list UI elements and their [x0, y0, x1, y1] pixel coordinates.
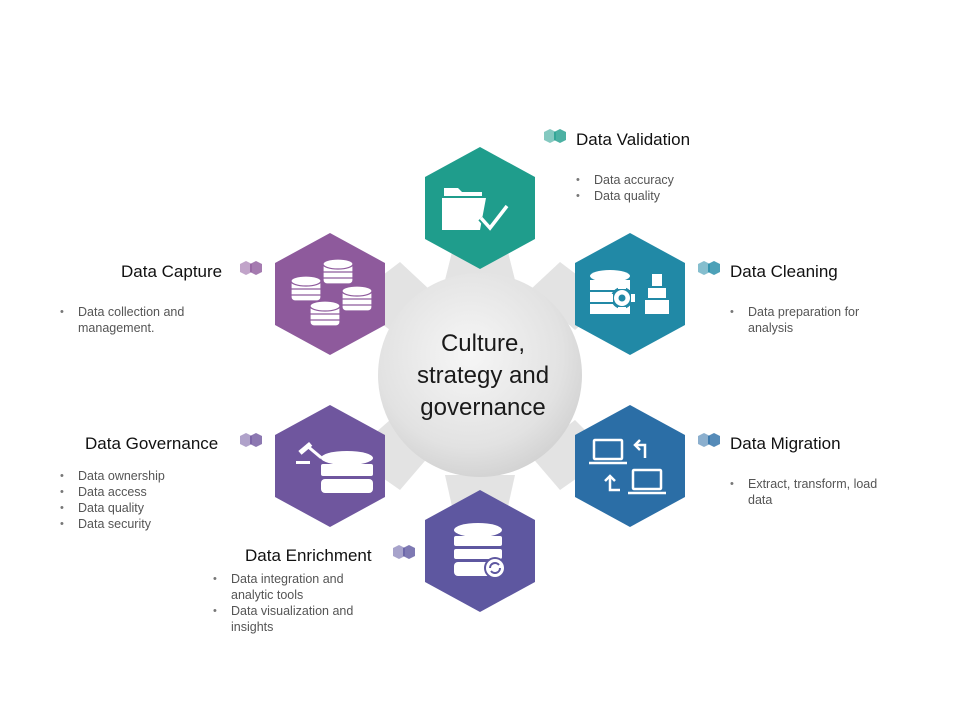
- bullet-item: Extract, transform, load data: [730, 476, 890, 508]
- title-enrichment: Data Enrichment: [245, 546, 372, 565]
- title-capture: Data Capture: [121, 262, 223, 281]
- marker-cleaning: [698, 261, 720, 275]
- bullets-enrichment: Data integration and analytic tools Data…: [213, 571, 373, 635]
- title-migration: Data Migration: [730, 434, 841, 453]
- folder-check-icon: [442, 188, 510, 234]
- bullet-item: Data ownership: [60, 468, 220, 484]
- bullet-item: Data preparation for analysis: [730, 304, 880, 336]
- hexagon-migration: [575, 405, 685, 527]
- center-title: Culture, strategy and governance: [416, 330, 550, 421]
- database-gear-brush-icon: [590, 270, 669, 314]
- bullets-validation: Data accuracy Data quality: [576, 172, 726, 204]
- database-refresh-icon: [454, 523, 506, 579]
- marker-migration: [698, 433, 720, 447]
- bullets-cleaning: Data preparation for analysis: [730, 304, 880, 336]
- gavel-database-icon: [296, 441, 373, 493]
- title-governance: Data Governance: [85, 434, 219, 453]
- bullets-capture: Data collection and management.: [60, 304, 220, 336]
- bullet-item: Data integration and analytic tools: [213, 571, 373, 603]
- laptop-transfer-icon: [589, 438, 666, 495]
- bullet-item: Data quality: [60, 500, 220, 516]
- title-cleaning: Data Cleaning: [730, 262, 838, 281]
- center-circle: [378, 273, 582, 477]
- marker-enrichment: [393, 545, 415, 559]
- marker-capture: [240, 261, 262, 275]
- bullet-item: Data accuracy: [576, 172, 726, 188]
- marker-governance: [240, 433, 262, 447]
- bullet-item: Data security: [60, 516, 220, 532]
- title-validation: Data Validation: [576, 130, 691, 149]
- bullets-governance: Data ownership Data access Data quality …: [60, 468, 220, 532]
- bullet-item: Data collection and management.: [60, 304, 220, 336]
- bullet-item: Data quality: [576, 188, 726, 204]
- bullet-item: Data access: [60, 484, 220, 500]
- database-stacks-icon: [290, 258, 373, 327]
- marker-validation: [544, 129, 566, 143]
- bullet-item: Data visualization and insights: [213, 603, 373, 635]
- hexagon-capture: [275, 233, 385, 355]
- bullets-migration: Extract, transform, load data: [730, 476, 890, 508]
